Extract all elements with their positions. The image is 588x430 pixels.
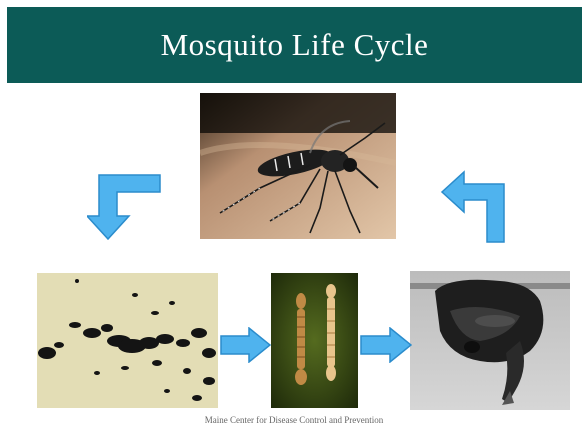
adult-mosquito-photo: [200, 93, 396, 239]
mosquito-pupa-photo: [410, 271, 570, 410]
slide-title: Mosquito Life Cycle: [161, 27, 429, 63]
title-banner: Mosquito Life Cycle: [7, 7, 582, 83]
source-credit: Maine Center for Disease Control and Pre…: [0, 415, 588, 425]
arrow-eggs-to-larvae: [220, 327, 271, 363]
arrow-adult-to-eggs: [87, 172, 164, 242]
mosquito-larvae-photo: [271, 273, 358, 408]
mosquito-eggs-photo: [37, 273, 218, 408]
arrow-larvae-to-pupa: [360, 327, 412, 363]
arrow-pupa-to-adult: [440, 170, 507, 245]
